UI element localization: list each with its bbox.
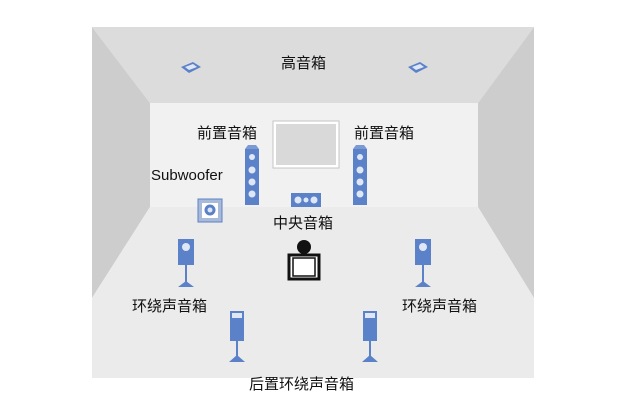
- subwoofer-label: Subwoofer: [151, 167, 223, 184]
- height-speaker-label: 高音箱: [281, 54, 327, 72]
- tv-screen: [272, 120, 340, 169]
- height-speaker-left-icon: [181, 62, 201, 73]
- surround-right-label: 环绕声音箱: [402, 297, 478, 315]
- height-speaker-right-icon: [408, 62, 428, 73]
- surround-speaker-left-icon: [178, 239, 194, 287]
- floor: [92, 207, 534, 378]
- surround-back-speaker-right-icon: [362, 311, 378, 362]
- ceiling: [92, 27, 534, 103]
- listener-chair-icon: [287, 240, 321, 281]
- left-wall: [92, 27, 150, 298]
- right-wall: [478, 27, 534, 298]
- front-right-label: 前置音箱: [354, 124, 415, 142]
- surround-speaker-right-icon: [415, 239, 431, 287]
- center-speaker-icon: [291, 193, 321, 207]
- center-speaker-label: 中央音箱: [273, 214, 334, 232]
- surround-back-label: 后置环绕声音箱: [249, 375, 355, 393]
- surround-left-label: 环绕声音箱: [132, 297, 208, 315]
- front-speaker-left-icon: [245, 145, 259, 205]
- surround-back-speaker-left-icon: [229, 311, 245, 362]
- front-left-label: 前置音箱: [197, 124, 258, 142]
- subwoofer-icon: [197, 198, 223, 223]
- front-speaker-right-icon: [353, 145, 367, 205]
